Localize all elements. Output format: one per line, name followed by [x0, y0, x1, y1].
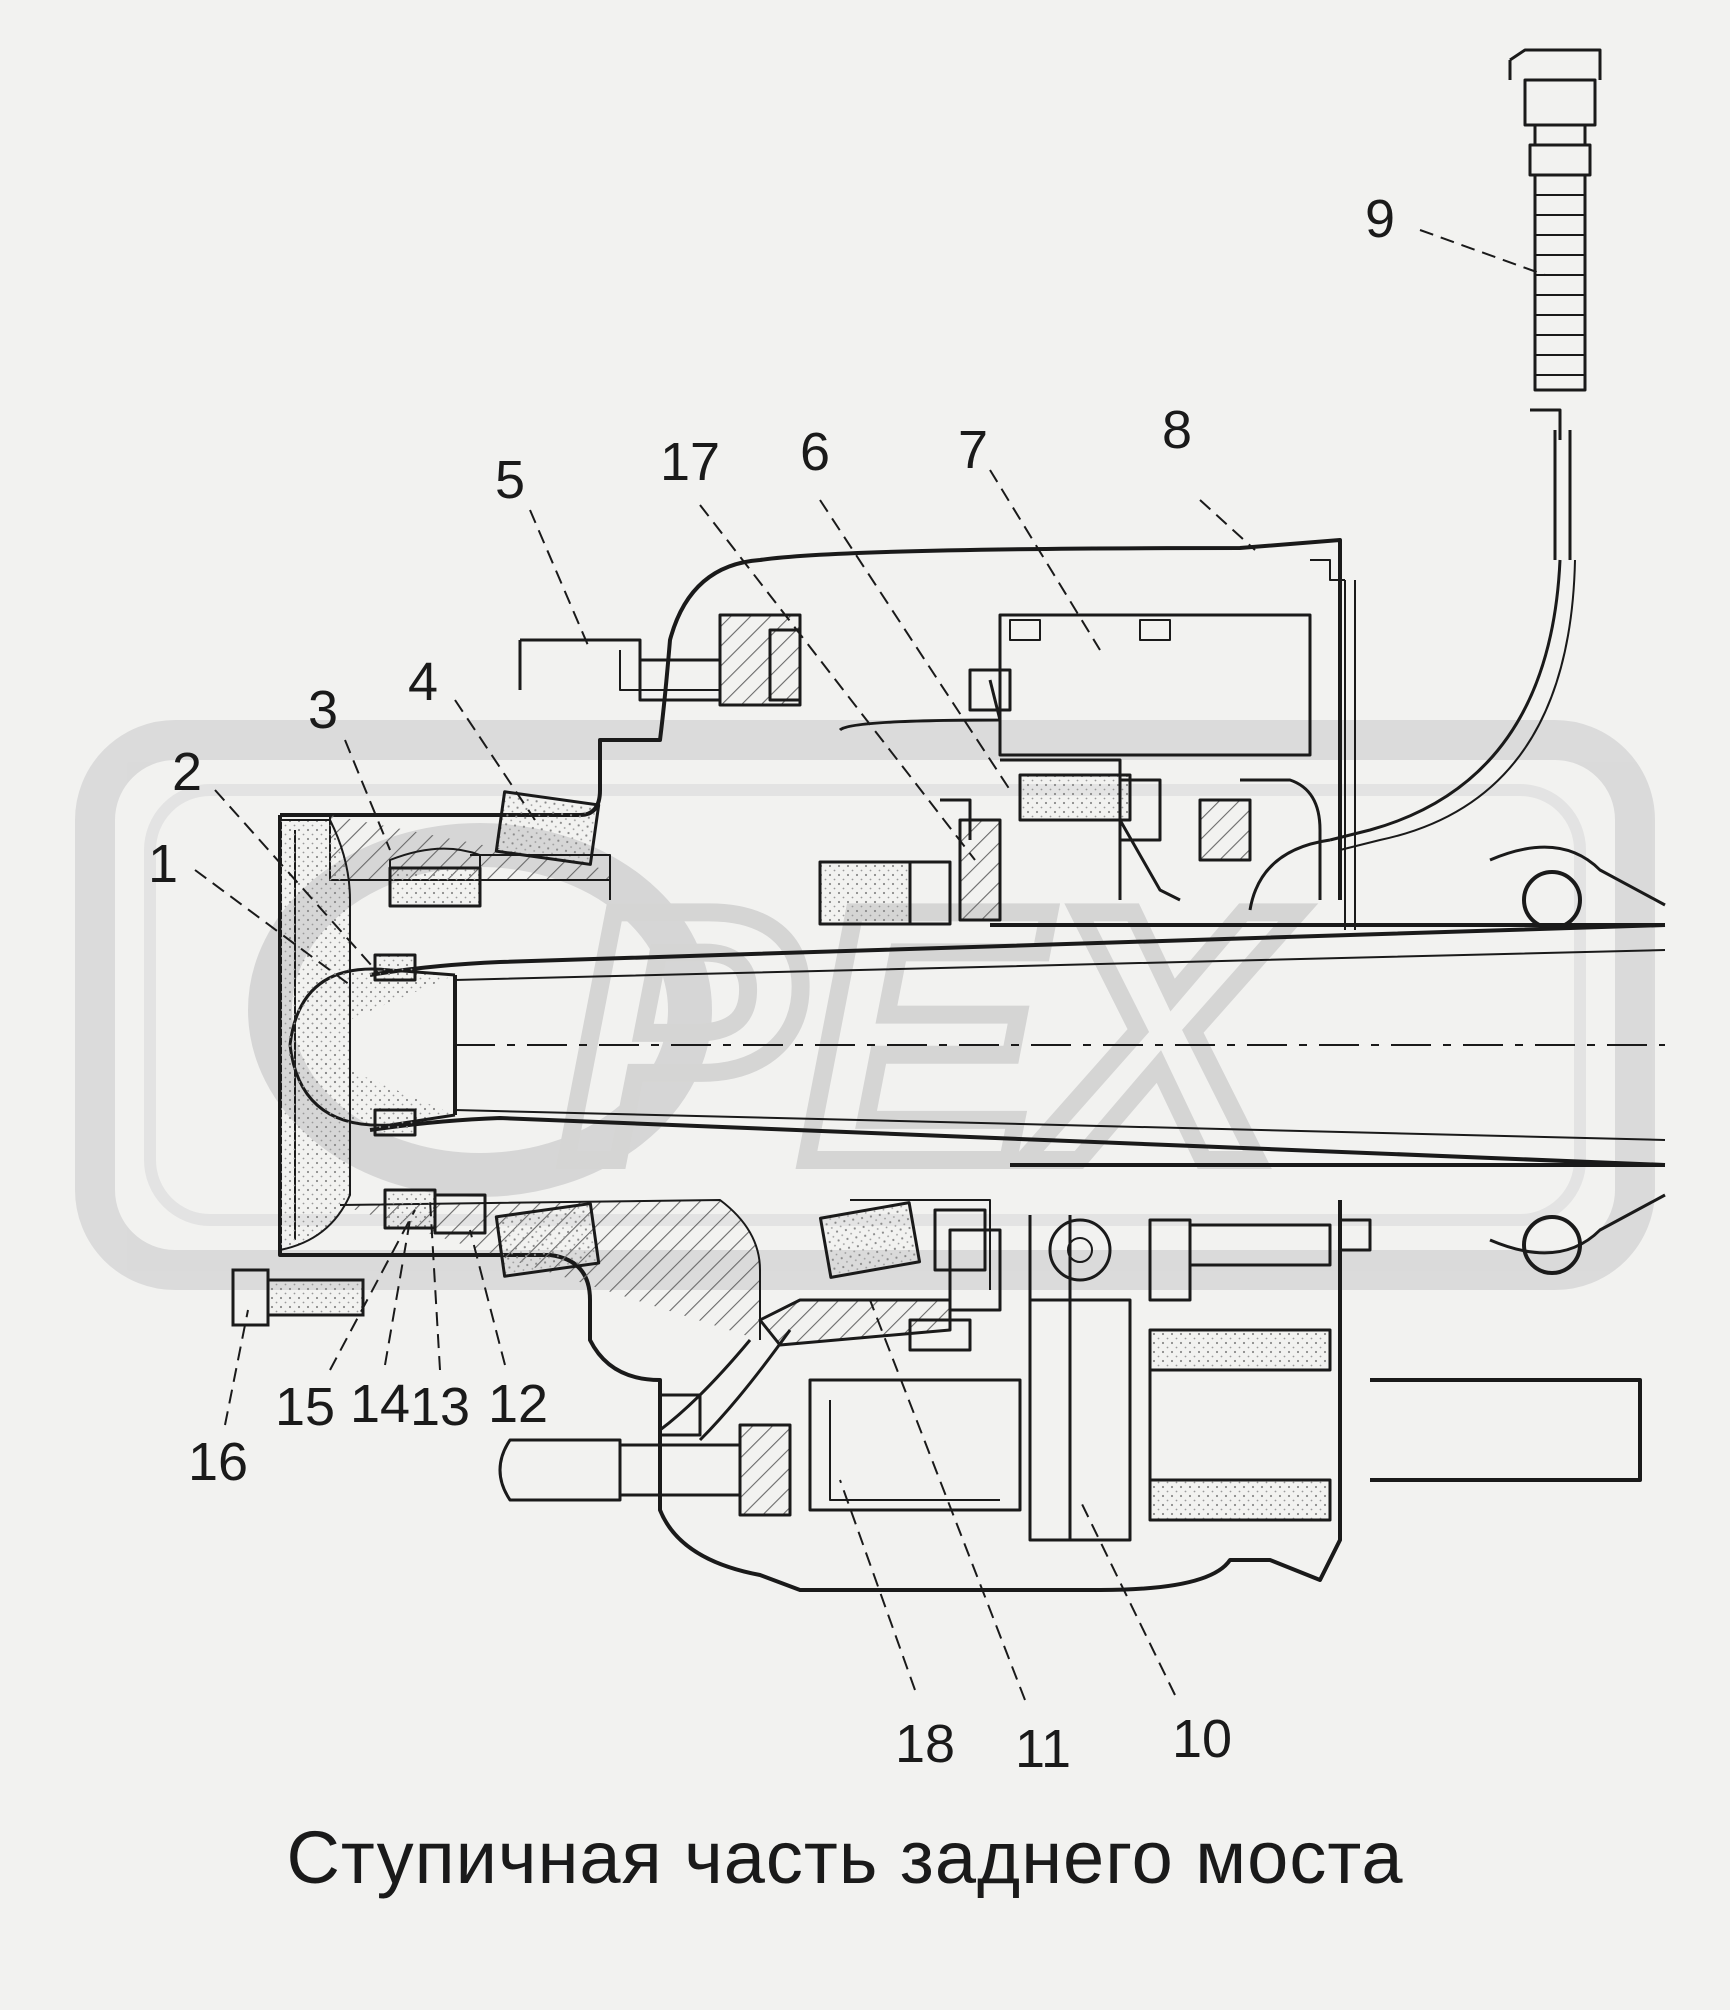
leader-2: [214, 789, 381, 976]
leader-lines: [194, 229, 1546, 1701]
axle-housing: [990, 845, 1666, 1482]
callout-7: 7: [958, 420, 988, 480]
leader-6: [819, 499, 1011, 791]
callout-12: 12: [488, 1374, 548, 1434]
watermark-text: PEX: [560, 835, 1299, 1237]
wheel-studs: [498, 613, 802, 1517]
leader-17: [699, 504, 976, 861]
leader-5: [529, 509, 591, 651]
leader-7: [989, 469, 1101, 651]
callout-11: 11: [1015, 1719, 1071, 1779]
leader-10: [1079, 1499, 1176, 1696]
callout-2: 2: [172, 742, 202, 802]
leader-15: [329, 1209, 416, 1371]
callout-4: 4: [408, 652, 438, 712]
callout-14: 14: [350, 1374, 410, 1434]
leader-8: [1199, 499, 1256, 551]
callout-9: 9: [1365, 189, 1395, 249]
brake-assembly-lower: [659, 1199, 1372, 1542]
outer-bearing: [373, 790, 611, 1278]
callout-15: 15: [275, 1377, 335, 1437]
callout-5: 5: [495, 450, 525, 510]
leader-18: [839, 1479, 916, 1691]
callout-16: 16: [188, 1432, 248, 1492]
mechanical-drawing: [278, 48, 1666, 1592]
brake-assembly-upper: [838, 559, 1345, 902]
callout-13: 13: [410, 1377, 470, 1437]
leader-13: [429, 1199, 441, 1371]
callout-6: 6: [800, 422, 830, 482]
leader-11: [869, 1299, 1026, 1701]
leader-12: [469, 1229, 506, 1366]
callout-10: 10: [1172, 1709, 1232, 1769]
callout-8: 8: [1162, 400, 1192, 460]
inner-bearing: [818, 798, 1002, 1279]
leader-3: [344, 739, 391, 851]
bolt-16: [231, 1268, 365, 1327]
callouts: 1 2 3 4 5 6 7 8 9 10 11 12 13 14 15 16 1…: [148, 189, 1395, 1779]
abs-sensor-cable: [1248, 48, 1602, 930]
hub-housing-upper: [278, 538, 1342, 1257]
leader-4: [454, 699, 536, 821]
callout-18: 18: [895, 1714, 955, 1774]
leader-9: [1419, 229, 1546, 276]
leader-14: [384, 1219, 411, 1366]
leader-16: [224, 1309, 249, 1426]
diagram-title: Ступичная часть заднего моста: [286, 1816, 1404, 1899]
leader-1: [194, 869, 351, 986]
callout-17: 17: [660, 432, 720, 492]
callout-1: 1: [148, 834, 178, 894]
callout-3: 3: [308, 680, 338, 740]
